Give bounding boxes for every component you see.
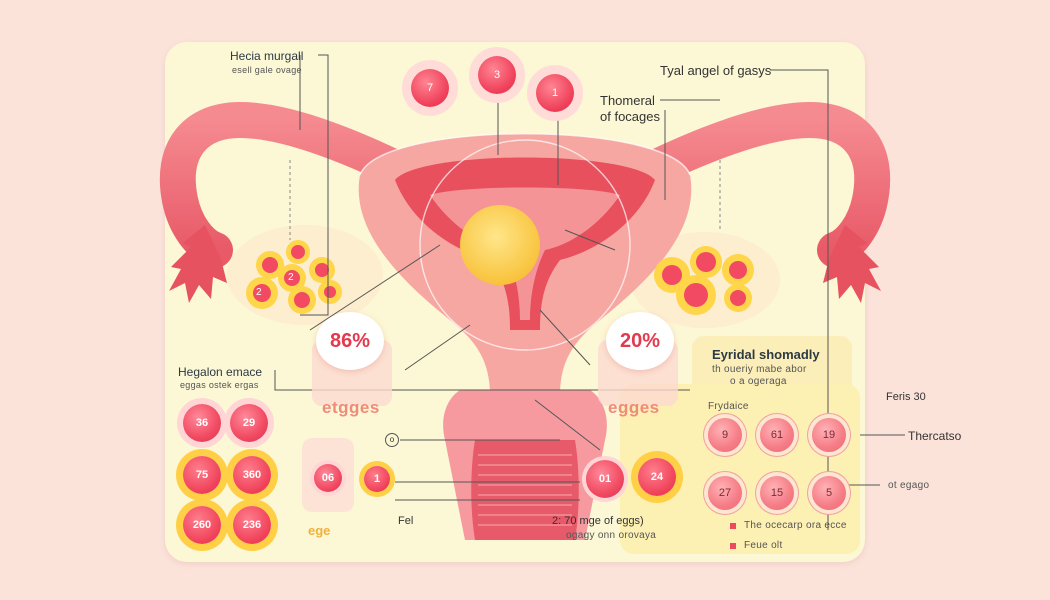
top-egg-1: 7 <box>411 69 449 107</box>
thercatso-label: Thercatso <box>908 429 962 443</box>
egg-in-uterus <box>460 205 540 285</box>
circle-marker: o <box>385 433 399 447</box>
key-marker-1 <box>730 523 736 529</box>
top-egg-2: 3 <box>478 56 516 94</box>
right-grid-egg: 9 <box>708 418 742 452</box>
right-grid-egg: 15 <box>760 476 794 510</box>
right-grid-egg: 19 <box>812 418 846 452</box>
left-grid-egg: 36 <box>183 404 221 442</box>
bottom-pair-egg: 01 <box>586 460 624 498</box>
thomeral-label-2: of focages <box>600 109 660 124</box>
bottom-caption-2: ogagy onn orovaya <box>566 530 657 541</box>
left-percentage: 86% <box>329 330 371 352</box>
right-pct-bubble <box>606 312 674 370</box>
right-mid-subtitle-2: o a ogeraga <box>730 376 787 387</box>
left-grid-egg: 260 <box>183 506 221 544</box>
left-eggs-word: etgges <box>322 398 380 417</box>
center-egg-gold: 1 <box>364 466 390 492</box>
feris-label: Feris 30 <box>886 391 926 403</box>
left-grid-egg: 75 <box>183 456 221 494</box>
right-mid-title: Eyridal shomadly <box>712 347 820 362</box>
right-mid-subtitle-1: th oueriy mabe abor <box>712 364 807 375</box>
left-pct-bubble <box>316 312 384 370</box>
ovary-egg-label: 2 <box>256 287 262 298</box>
right-grid-egg: 5 <box>812 476 846 510</box>
ege-label: ege <box>308 523 331 538</box>
frydaice-label: Frydaice <box>708 401 749 412</box>
top-egg-3: 1 <box>536 74 574 112</box>
left-fallopian-tube <box>159 101 438 268</box>
top-right-title: Tyal angel of gasys <box>660 63 772 78</box>
left-fimbriae <box>169 225 227 303</box>
right-grid-egg: 61 <box>760 418 794 452</box>
fel-label: Fel <box>398 515 414 527</box>
right-fimbriae <box>823 225 881 303</box>
right-ovary-follicles <box>654 246 754 315</box>
thomeral-label: Thomeral <box>600 93 655 108</box>
left-grid-egg: 29 <box>230 404 268 442</box>
key-label-2: Feue olt <box>744 540 783 551</box>
right-fallopian-tube <box>612 101 891 268</box>
right-grid-egg: 27 <box>708 476 742 510</box>
top-left-subtitle: esell gale ovage <box>232 65 302 75</box>
bottom-caption-1: 2: 70 mge of eggs) <box>552 515 644 527</box>
left-ovary-follicles <box>246 240 342 314</box>
center-egg: 06 <box>314 464 342 492</box>
bottom-pair-egg-gold: 24 <box>638 458 676 496</box>
key-marker-2 <box>730 543 736 549</box>
left-grid-egg: 360 <box>233 456 271 494</box>
key-label-1: The ocecarp ora ecce <box>744 520 847 531</box>
ovary-egg-label: 2 <box>288 272 294 283</box>
leader-lines <box>274 54 905 530</box>
top-left-title: Hecia murgall <box>230 49 304 63</box>
right-eggs-word: egges <box>608 398 660 417</box>
left-mid-title: Hegalon emace <box>178 365 263 379</box>
ot-egago-label: ot egago <box>888 480 930 491</box>
left-mid-subtitle: eggas ostek ergas <box>180 380 259 390</box>
right-percentage: 20% <box>619 330 661 352</box>
left-grid-egg: 236 <box>233 506 271 544</box>
